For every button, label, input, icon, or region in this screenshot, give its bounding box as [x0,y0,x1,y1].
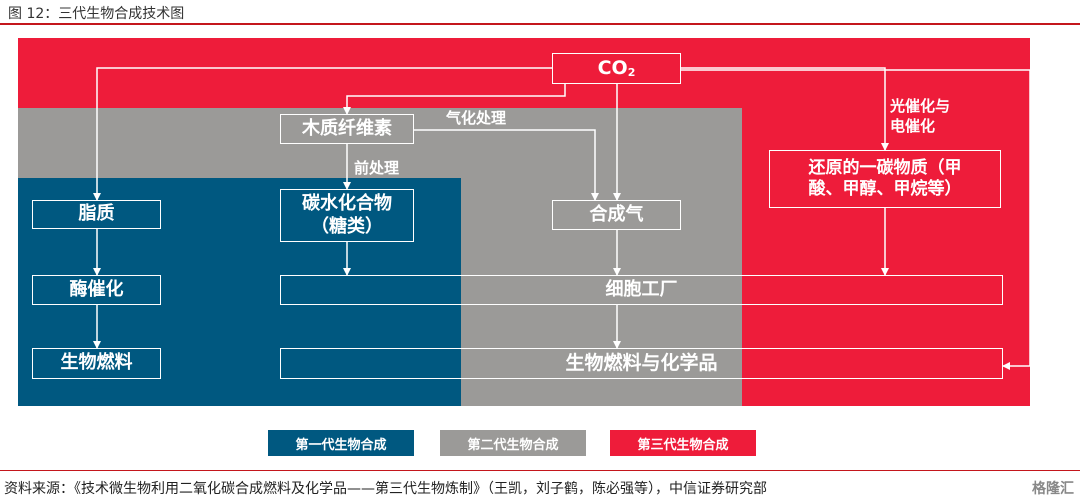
enzyme-node: 酶催化 [32,275,161,305]
one-carbon-line-2: 酸、甲醇、甲烷等） [808,179,962,199]
carbohydrate-node: 碳水化合物 （糖类） [280,189,414,242]
photo-electro-catalysis-label: 光催化与 电催化 [890,96,950,137]
legend-first-generation: 第一代生物合成 [268,430,414,456]
biofuel-node: 生物燃料 [32,348,161,379]
legend-second-generation: 第二代生物合成 [440,430,586,456]
first-generation-band [18,178,461,406]
biofuel-chemicals-node: 生物燃料与化学品 [280,348,1003,379]
carbohydrate-line-2: （糖类） [311,215,383,237]
lignocellulose-node: 木质纤维素 [280,114,414,144]
photo-label-line-1: 光催化与 [890,97,951,115]
legend-third-generation: 第三代生物合成 [610,430,756,456]
source-rule [0,470,1080,471]
co2-subscript: 2 [627,65,636,79]
figure-title: 图 12：三代生物合成技术图 [8,6,185,22]
co2-text: CO [597,56,628,79]
one-carbon-line-1: 还原的一碳物质（甲 [808,157,962,178]
one-carbon-node: 还原的一碳物质（甲 酸、甲醇、甲烷等） [769,150,1001,208]
gasification-label: 气化处理 [446,109,507,127]
carbohydrate-line-1: 碳水化合物 [302,193,392,214]
source-note: 资料来源：《技术微生物利用二氧化碳合成燃料及化学品——第三代生物炼制》（王凯，刘… [4,481,767,497]
pretreatment-label: 前处理 [354,159,400,177]
arrow-co2-one-carbon [681,67,889,151]
title-rule [0,23,1080,25]
watermark-logo: 格隆汇 [1032,481,1074,497]
photo-label-line-2: 电催化 [890,117,936,136]
syngas-node: 合成气 [552,200,681,230]
cell-factory-node: 细胞工厂 [280,275,1003,305]
lipid-node: 脂质 [32,200,161,229]
arrow-co2-products [681,69,1031,370]
arrow-co2-lipid [93,67,552,201]
arrow-co2-lignocellulose [343,83,566,115]
arrow-gasification [414,129,599,201]
